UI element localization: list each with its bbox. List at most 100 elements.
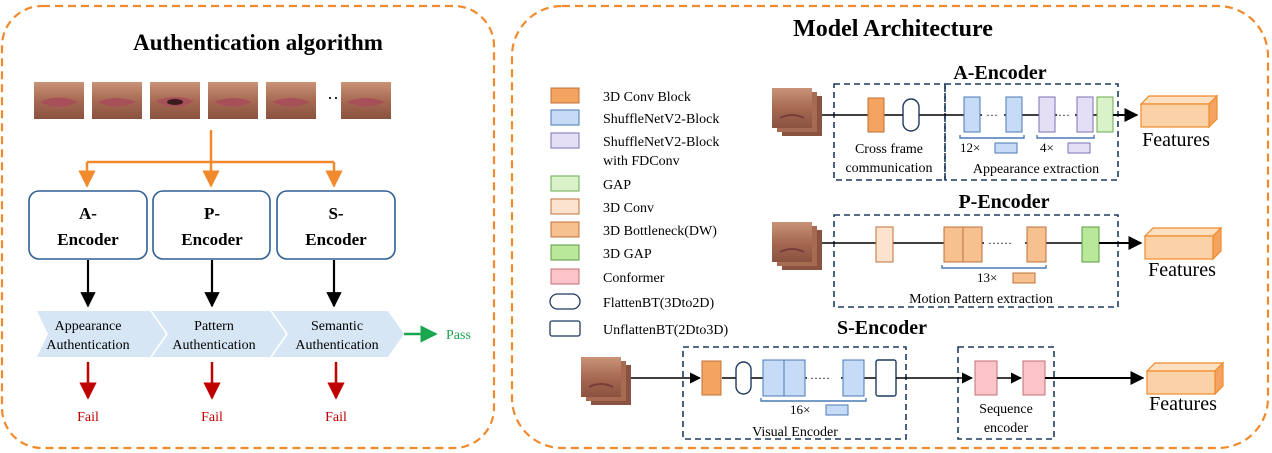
s-encoder-line1: S- [328,204,343,223]
p-encoder-line2: Encoder [181,230,243,249]
left-panel-frame [0,4,496,450]
legend-swatch-shufflenet-fdconv [550,132,580,149]
a-encoder-cross-frame-box [833,83,946,181]
a-shuffle-1 [963,96,981,133]
s-encoder-box: S- Encoder [276,190,396,260]
stage-semantic-line2: Authentication [295,338,378,353]
encoder-to-stage-arrows [80,260,342,308]
s-encoder-title: S-Encoder [837,317,927,339]
stage-semantic-line1: Semantic [311,319,363,334]
s-dots: ····· [810,371,830,385]
lip-frame [150,82,200,119]
legend-swatch-3d-gap [550,244,580,261]
frame-distribution-arrows [78,130,343,188]
frames-ellipsis: ··· [327,88,345,108]
a-cross-frame-line1: Cross frame [855,142,923,157]
s-conv-block [701,360,722,396]
legend-swatch-gap [550,175,580,192]
s-sequence-label-1: Sequence [979,402,1033,417]
legend-label-3d-gap: 3D GAP [603,247,652,262]
p-bracket [941,265,1047,269]
fail-label-a: Fail [77,410,99,425]
a-fdconv-2 [1076,96,1094,133]
p-bottleneck-3 [1026,226,1047,263]
stage-appearance [37,311,166,357]
a-fdconv-1 [1038,96,1056,133]
a-encoder-line2: Encoder [57,230,119,249]
a-repeat-12-icon [994,142,1018,154]
a-encoder-appearance-box [944,83,1119,181]
legend-label-unflatten: UnflattenBT(2Dto3D) [603,323,729,338]
s-visual-encoder-label: Visual Encoder [752,425,838,440]
lip-frame [208,82,258,119]
a-features-label: Features [1142,129,1210,151]
a-dots-2: ··· [1058,108,1070,122]
a-flatten [902,98,920,132]
p-bottleneck-2 [962,226,983,263]
right-panel-frame [510,4,1270,450]
s-conformer-1 [974,360,998,396]
legend: 3D Conv Block ShuffleNetV2-Block Shuffle… [549,87,729,338]
legend-swatch-unflatten [549,320,581,337]
legend-swatch-shufflenet [550,109,580,126]
a-appearance-label: Appearance extraction [973,162,1099,177]
s-features-label: Features [1149,393,1217,415]
a-bracket-2 [1036,135,1095,139]
legend-swatch-flatten [549,293,581,310]
stage-appearance-line2: Authentication [46,338,129,353]
s-shuffle-3 [842,359,865,397]
s-repeat-16: 16× [790,402,810,417]
legend-label-bottleneck: 3D Bottleneck(DW) [603,224,717,239]
lip-frame [266,82,316,119]
s-unflatten [875,359,897,397]
p-encoder-box [833,214,1119,308]
lip-frame [341,82,391,119]
s-conformer-2 [1022,360,1046,396]
legend-swatch-conformer [550,268,580,285]
legend-label-3d-conv-block: 3D Conv Block [603,90,691,105]
s-encoder-face-stack [581,357,631,405]
a-gap [1096,96,1114,133]
fail-arrows [79,362,345,400]
authentication-stages: Appearance Authentication Pattern Authen… [37,311,404,357]
stage-pattern-line2: Authentication [172,338,255,353]
a-shuffle-2 [1005,96,1023,133]
legend-label-shufflenet-fdconv-2: with FDConv [603,154,680,169]
p-features-cuboid [1143,226,1223,261]
s-flatten [735,361,752,395]
lip-frames: ··· [34,82,391,119]
stage-semantic [272,311,404,357]
p-repeat-icon [1012,272,1036,284]
stage-appearance-line1: Appearance [55,319,122,334]
p-dots: ······ [988,236,1012,250]
a-encoder-line1: A- [79,204,97,223]
a-conv-block [867,97,885,133]
legend-label-flatten: FlattenBT(3Dto2D) [603,296,715,311]
stage-pattern [152,311,286,357]
p-encoder-face-stack [772,222,822,270]
right-panel-title: Model Architecture [793,16,993,42]
p-encoder-box: P- Encoder [152,190,271,260]
s-features-cuboid [1145,361,1225,396]
s-repeat-icon [825,404,849,416]
p-encoder-title: P-Encoder [958,191,1049,213]
left-panel-title: Authentication algorithm [133,30,383,55]
lip-frame [34,82,84,119]
a-repeat-4-icon [1067,142,1091,154]
s-sequence-encoder-box [957,346,1055,440]
a-encoder-box: A- Encoder [28,190,148,260]
a-encoder-face-stack [772,88,822,136]
p-encoder-line1: P- [204,204,220,223]
a-features-cuboid [1139,94,1219,129]
a-repeat-4: 4× [1040,140,1054,155]
a-encoder-title: A-Encoder [953,62,1046,84]
a-cross-frame-line2: communication [845,161,932,176]
s-visual-encoder-box [682,346,907,440]
legend-label-shufflenet: ShuffleNetV2-Block [603,112,719,127]
fail-label-s: Fail [325,410,347,425]
stage-pattern-line1: Pattern [194,319,234,334]
s-encoder-line2: Encoder [305,230,367,249]
s-shuffle-1 [762,359,785,397]
p-motion-label: Motion Pattern extraction [909,292,1053,307]
